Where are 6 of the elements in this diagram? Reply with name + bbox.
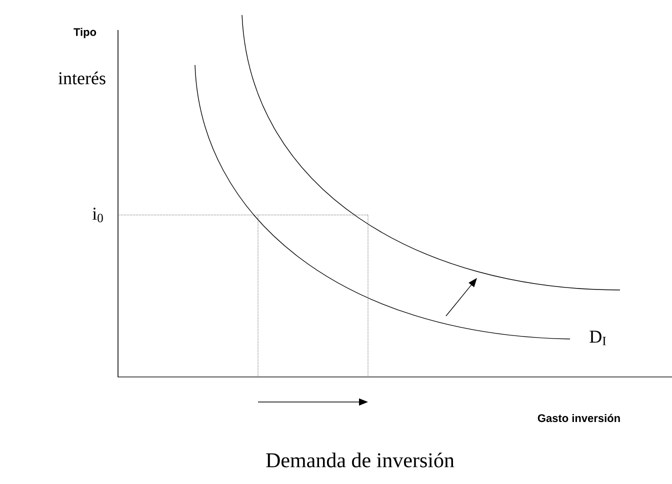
axis-label: Tipo	[74, 28, 96, 38]
caption: Demanda de inversión	[266, 452, 454, 468]
axis-label: Gasto inversión	[538, 414, 620, 422]
curve-label: D$_{I}$	[590, 330, 606, 346]
axis-label: interés	[58, 72, 106, 84]
tick-label: i$_{0}$	[92, 208, 103, 222]
